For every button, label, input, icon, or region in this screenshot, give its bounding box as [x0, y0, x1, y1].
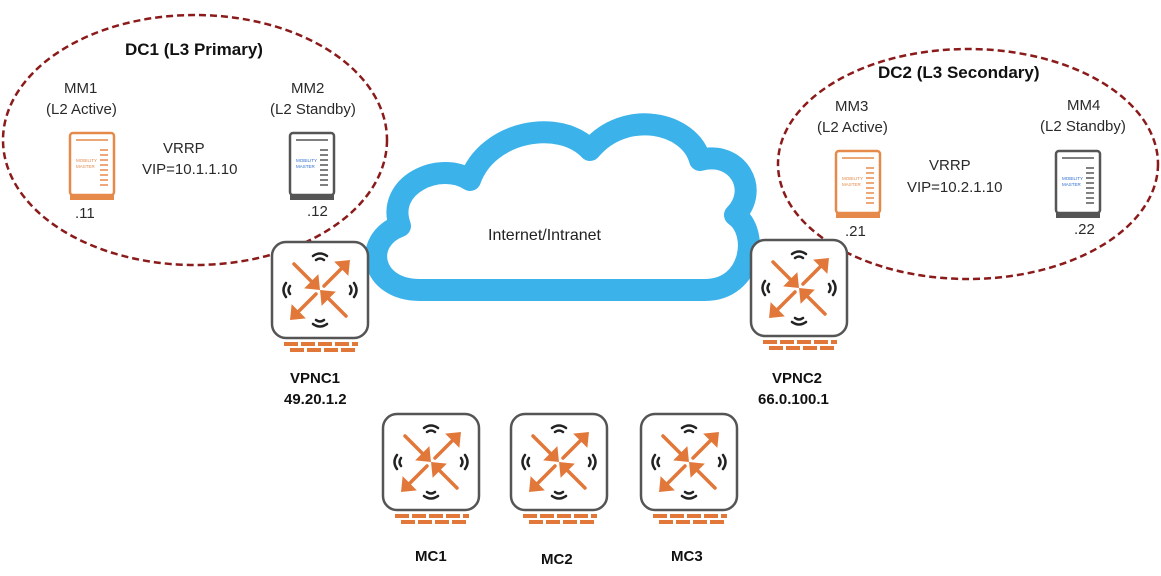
vpnc1-name: VPNC1: [290, 370, 341, 387]
mm4-role: (L2 Standby): [1040, 118, 1126, 135]
dc2-vrrp: VRRP: [929, 157, 971, 174]
dc1-vrrp: VRRP: [163, 140, 205, 157]
mm4-device-label-1: MOBILITY: [1062, 176, 1083, 181]
mm1-name: MM1: [64, 80, 98, 97]
mc1-controller-icon: [381, 412, 481, 526]
mm1-device-label-2: MASTER: [76, 164, 96, 169]
vpnc2-controller-icon: [749, 238, 849, 352]
mm1-device-label-1: MOBILITY: [76, 158, 97, 163]
mm2-device-icon: MOBILITY MASTER: [288, 131, 336, 200]
mm2-name: MM2: [291, 80, 325, 97]
mm1-role: (L2 Active): [46, 101, 117, 118]
dc2-boundary: [776, 47, 1160, 281]
mc2-controller-icon: [509, 412, 609, 526]
mm1-ip: .11: [75, 205, 95, 222]
mm3-device-label-1: MOBILITY: [842, 176, 863, 181]
mm4-ip: .22: [1074, 221, 1095, 238]
mm2-role: (L2 Standby): [270, 101, 356, 118]
vpnc2-ip: 66.0.100.1: [758, 391, 829, 408]
dc1-vip: VIP=10.1.1.10: [142, 161, 238, 178]
mm2-device-label-2: MASTER: [296, 164, 316, 169]
cloud-label: Internet/Intranet: [488, 227, 601, 244]
dc1-title: DC1 (L3 Primary): [125, 40, 263, 59]
dc2-title: DC2 (L3 Secondary): [878, 63, 1040, 82]
mc2-name: MC2: [541, 551, 573, 568]
vpnc2-name: VPNC2: [772, 370, 823, 387]
dc2-vip: VIP=10.2.1.10: [907, 179, 1003, 196]
mm3-device-label-2: MASTER: [842, 182, 862, 187]
vpnc1-ip: 49.20.1.2: [284, 391, 347, 408]
dc1-boundary: [1, 13, 389, 267]
mm4-name: MM4: [1067, 97, 1101, 114]
mm3-ip: .21: [845, 223, 866, 240]
mm4-device-label-2: MASTER: [1062, 182, 1082, 187]
mc1-name: MC1: [415, 548, 447, 565]
mm4-device-icon: MOBILITY MASTER: [1054, 149, 1102, 218]
mc3-controller-icon: [639, 412, 739, 526]
mm3-device-icon: MOBILITY MASTER: [834, 149, 882, 218]
cloud-icon: [365, 113, 760, 301]
vpnc1-controller-icon: [270, 240, 370, 354]
mm3-role: (L2 Active): [817, 119, 888, 136]
mm2-ip: .12: [307, 203, 328, 220]
mm1-device-icon: MOBILITY MASTER: [68, 131, 116, 200]
mc3-name: MC3: [671, 548, 703, 565]
mm3-name: MM3: [835, 98, 869, 115]
mm2-device-label-1: MOBILITY: [296, 158, 317, 163]
